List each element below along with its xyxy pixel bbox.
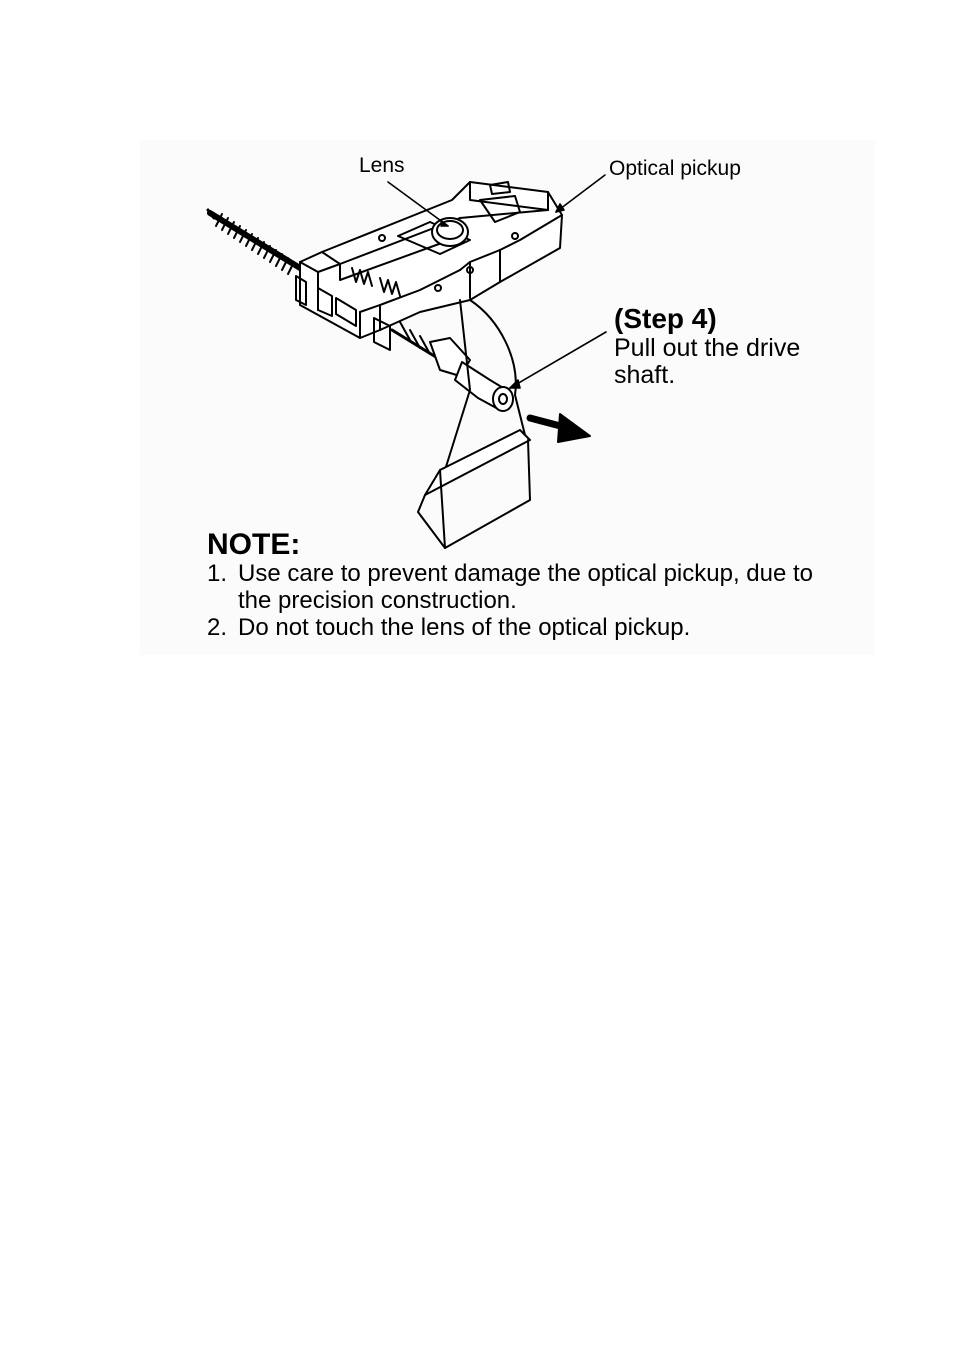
step-instruction: Pull out the drive shaft.: [614, 335, 854, 389]
lens-element: [432, 218, 468, 246]
flex-cable: [418, 300, 530, 548]
optical-pickup-callout: Optical pickup: [609, 158, 741, 179]
note-item-text: Do not touch the lens of the optical pic…: [238, 614, 690, 641]
lead-screw: [208, 210, 300, 274]
note-list: 1. Use care to prevent damage the optica…: [207, 560, 847, 641]
note-item-number: 2.: [207, 614, 227, 641]
step-title: (Step 4): [614, 305, 717, 333]
note-item-number: 1.: [207, 560, 227, 587]
lens-callout: Lens: [359, 155, 405, 176]
note-item: 2. Do not touch the lens of the optical …: [207, 614, 847, 641]
pickup-carriage: [296, 182, 562, 350]
drive-shaft: [392, 322, 513, 411]
note-title: NOTE:: [207, 530, 300, 560]
note-item-text: Use care to prevent damage the optical p…: [238, 560, 813, 614]
note-item: 1. Use care to prevent damage the optica…: [207, 560, 847, 614]
pull-arrow: [530, 414, 590, 442]
